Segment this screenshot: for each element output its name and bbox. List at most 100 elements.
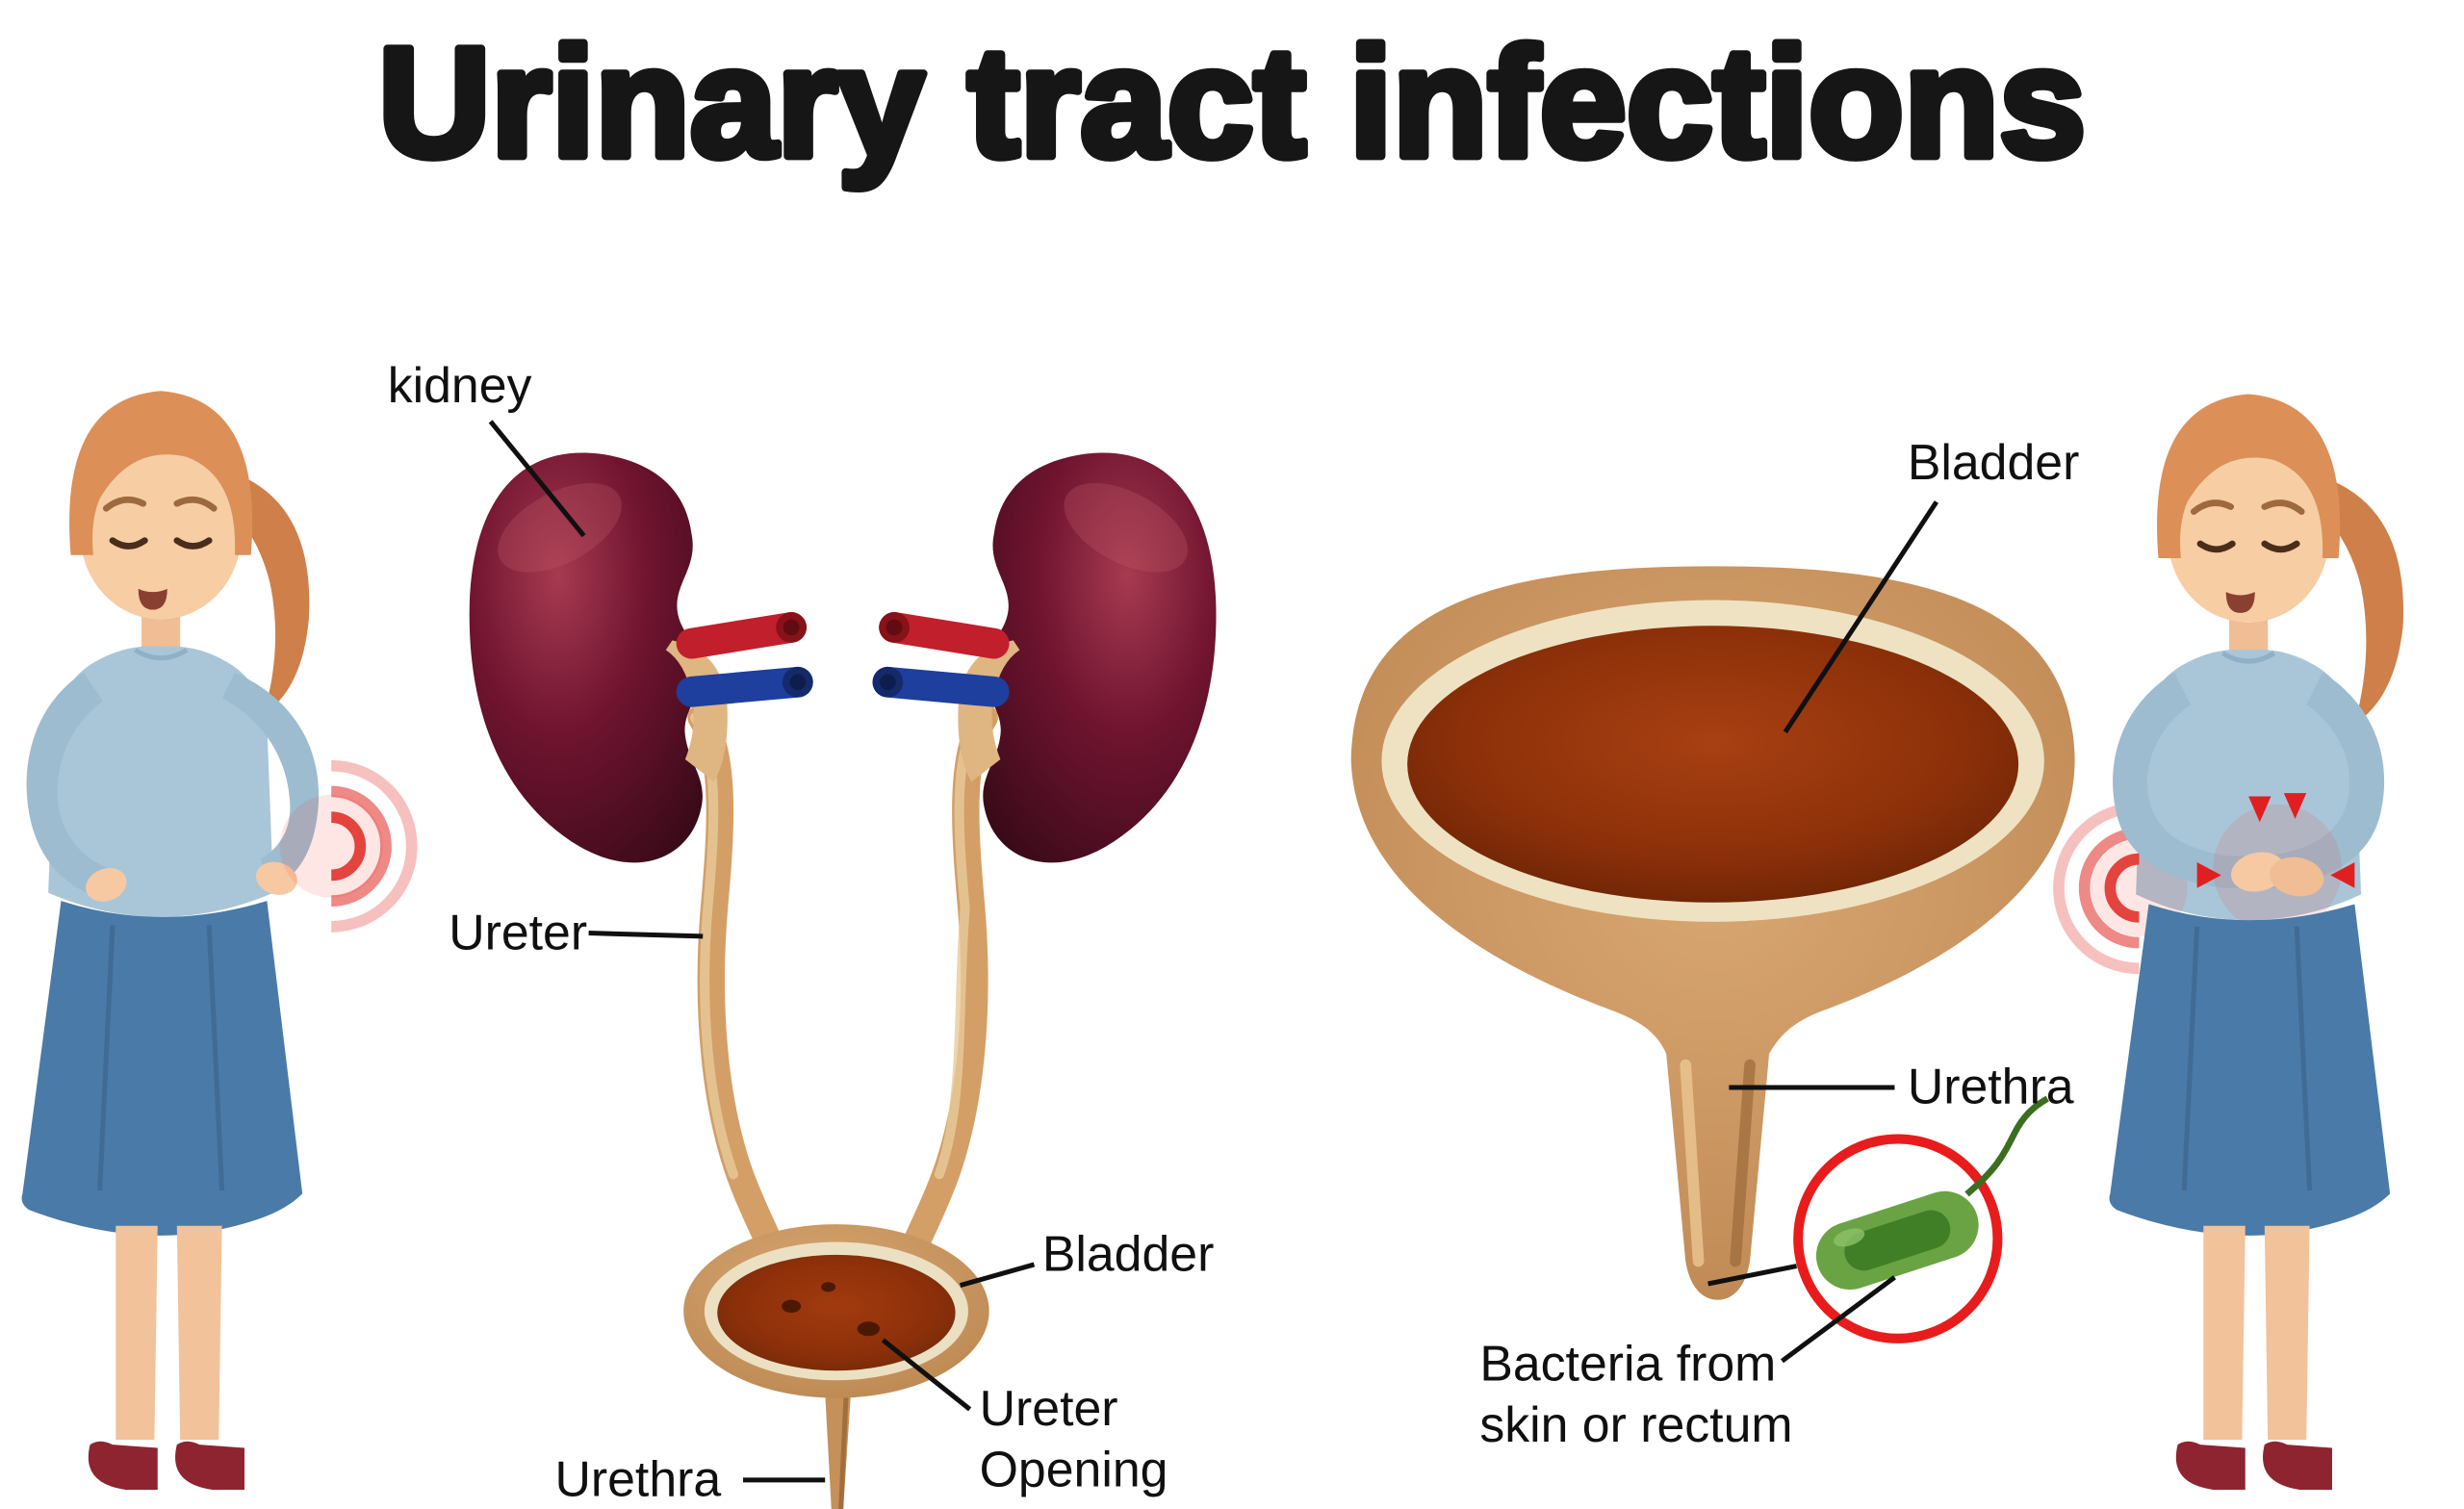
bacterium-core xyxy=(1844,1210,1951,1271)
ureter-opening-pointer-line xyxy=(881,1338,972,1412)
bacteria-label-line1: Bacteria from xyxy=(1479,1335,1776,1391)
sleeve-right xyxy=(2251,672,2385,888)
left-woman xyxy=(21,391,418,1490)
ureter-tube xyxy=(687,703,787,1267)
ureter-tube xyxy=(898,703,998,1267)
neck xyxy=(141,611,181,657)
pain-arc xyxy=(2104,853,2140,923)
hair-ponytail xyxy=(221,474,310,715)
kidney-body xyxy=(469,452,703,863)
hand-right xyxy=(255,861,297,895)
leg-right xyxy=(176,1225,222,1441)
shirt-torso xyxy=(48,646,274,917)
shoe-right xyxy=(2263,1441,2332,1490)
urethra-shading xyxy=(838,1395,849,1509)
bacteria-pointer-line xyxy=(1780,1275,1896,1364)
ureter-highlight xyxy=(934,712,983,1180)
left-kidney xyxy=(469,452,813,863)
hair-ponytail xyxy=(2312,479,2403,725)
closed-eye-right xyxy=(173,537,213,550)
system-labels: kidney Ureter Bladder Ureter Opening Ure… xyxy=(388,357,1215,1507)
vein-lumen xyxy=(789,674,807,691)
pain-arrow-left xyxy=(2330,862,2355,888)
hand-left xyxy=(86,868,127,902)
bladder-label: Bladder xyxy=(1042,1226,1215,1282)
neck xyxy=(2229,614,2269,661)
interior-spot xyxy=(821,1282,836,1292)
skirt-fold xyxy=(2181,926,2200,1191)
ureter-opening-label-line1: Ureter xyxy=(980,1380,1118,1436)
distressed-mouth xyxy=(138,588,167,610)
kidney-sheen xyxy=(498,483,622,573)
eyebrow-right xyxy=(2261,499,2305,515)
sleeve-left xyxy=(2113,672,2249,888)
skirt-fold xyxy=(2294,926,2313,1191)
collar xyxy=(134,648,189,661)
right-woman xyxy=(2053,394,2403,1490)
bladder-small xyxy=(683,1224,989,1509)
skirt-fold xyxy=(206,925,225,1191)
shoe-right xyxy=(175,1441,244,1490)
closed-eye-left xyxy=(2196,540,2236,553)
leg-left xyxy=(2203,1225,2246,1441)
pain-arc xyxy=(331,785,392,907)
bladder-interior-large xyxy=(1407,626,2019,903)
artery-lumen xyxy=(783,619,800,636)
face xyxy=(2168,451,2329,623)
sleeve-left xyxy=(26,672,110,898)
artery-lumen xyxy=(886,619,903,636)
bladder-detail-label: Bladder xyxy=(1908,434,2080,490)
shoe-left xyxy=(2175,1441,2246,1490)
renal-vein xyxy=(676,666,813,707)
hand-right xyxy=(2270,857,2324,897)
pain-arc xyxy=(2053,802,2140,975)
pain-arrow-right xyxy=(2196,862,2221,888)
bladder-detail: Bladder Urethra Bacteria from skin or re… xyxy=(1350,434,2079,1452)
eyebrow-left xyxy=(2190,499,2235,515)
bacterium-highlight xyxy=(1834,1228,1865,1247)
urethra-stem-shadow xyxy=(1730,1059,1756,1267)
page-title: Urinary tract infections xyxy=(378,15,2086,190)
pain-arc xyxy=(2078,828,2140,949)
urethra-detail-label: Urethra xyxy=(1908,1059,2074,1114)
pain-ripple-back xyxy=(279,759,418,933)
hair xyxy=(2157,394,2341,559)
pain-arc xyxy=(330,811,367,882)
kidney-label: kidney xyxy=(388,357,532,413)
pain-glow xyxy=(279,794,383,898)
flagellum xyxy=(1964,1095,2049,1197)
ureter-label: Ureter xyxy=(449,904,587,959)
bacterium xyxy=(1815,1095,2049,1291)
urethra-stem-highlight xyxy=(1680,1059,1705,1267)
skirt-fold xyxy=(97,925,116,1191)
kidney-body xyxy=(983,452,1217,863)
interior-spot xyxy=(857,1321,881,1337)
pain-arrow-down xyxy=(2283,793,2307,819)
sleeve-right xyxy=(221,672,320,888)
closed-eye-right xyxy=(2261,540,2300,553)
vein-lumen xyxy=(880,674,896,691)
shoe-left xyxy=(88,1441,158,1490)
detail-labels: Bladder Urethra Bacteria from skin or re… xyxy=(1479,434,2079,1452)
right-kidney xyxy=(872,452,1217,863)
pain-arrow-down xyxy=(2248,796,2272,823)
urinary-system-diagram: kidney Ureter Bladder Ureter Opening Ure… xyxy=(388,357,1217,1509)
right-ureter xyxy=(898,703,998,1267)
kidney-pointer-line xyxy=(488,420,586,538)
eyebrow-left xyxy=(102,496,147,512)
renal-artery xyxy=(879,612,1010,659)
ureter-opening-label-line2: Opening xyxy=(980,1442,1168,1497)
bladder-interior xyxy=(717,1254,956,1371)
leg-left xyxy=(116,1225,158,1441)
pain-arc xyxy=(331,759,418,933)
collar xyxy=(2221,651,2276,664)
closed-eye-left xyxy=(109,537,148,550)
interior-spot xyxy=(782,1299,802,1314)
urethra-to-circle-line xyxy=(1707,1264,1798,1287)
eyebrow-right xyxy=(173,496,218,512)
leg-right xyxy=(2264,1225,2310,1441)
renal-vein xyxy=(872,666,1010,707)
